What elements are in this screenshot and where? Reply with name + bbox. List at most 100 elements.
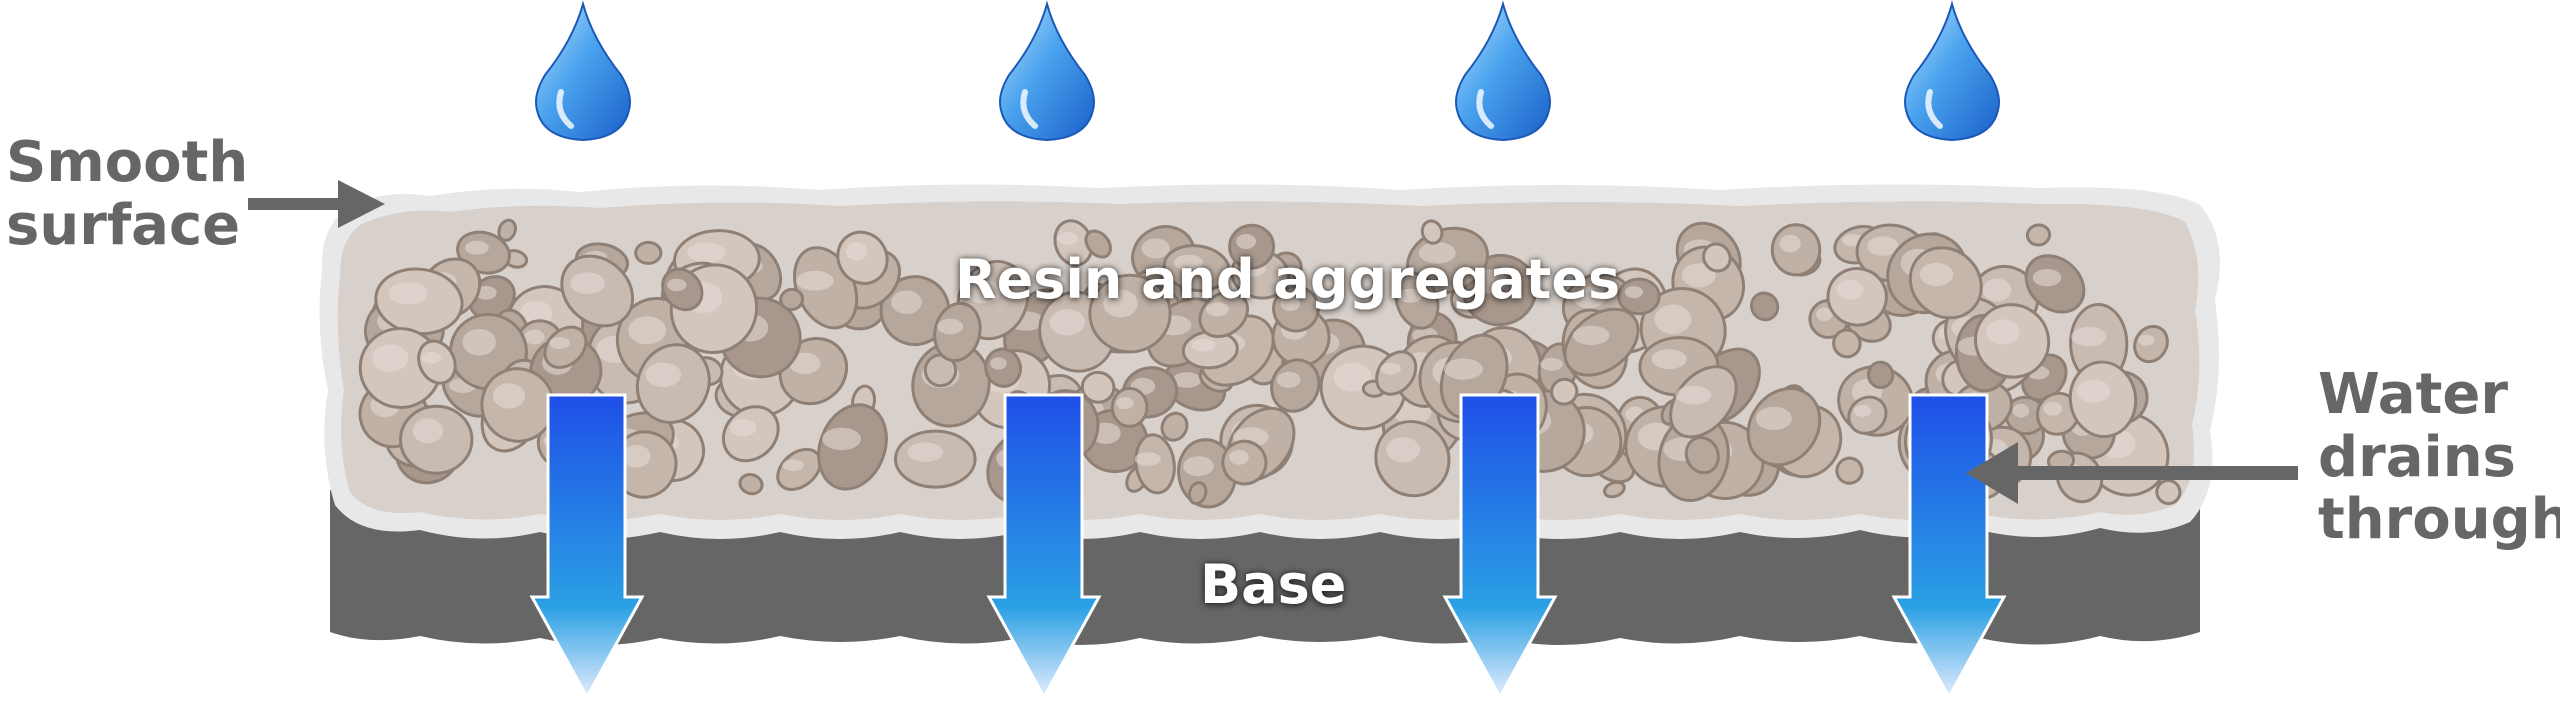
water-drop-icon	[999, 0, 1095, 142]
stone-highlight	[907, 442, 944, 462]
stone-highlight	[1049, 309, 1086, 336]
stone-highlight	[1986, 319, 2020, 345]
stone-highlight	[782, 459, 804, 472]
stone-highlight	[1681, 263, 1716, 288]
stone-highlight	[1919, 262, 1954, 287]
stone-highlight	[1141, 238, 1170, 259]
stone	[1080, 370, 1116, 404]
stone-highlight	[1134, 452, 1161, 466]
stone-highlight	[1205, 302, 1229, 317]
stone-highlight	[1540, 357, 1563, 371]
stone-highlight	[2012, 403, 2030, 418]
stone-highlight	[891, 290, 922, 315]
stone-highlight	[2138, 334, 2155, 346]
stone	[1832, 328, 1862, 359]
stone-highlight	[1057, 232, 1079, 245]
stone-highlight	[1572, 325, 1610, 345]
stone	[634, 240, 663, 265]
arrow-down-icon	[529, 393, 645, 701]
stone-highlight	[1386, 437, 1420, 463]
water-drop-icon	[1455, 0, 1551, 142]
smooth-surface-label: Smooth surface	[6, 130, 249, 258]
stone-highlight	[465, 240, 489, 255]
drain-arrows	[529, 393, 2007, 701]
stone-highlight	[1982, 278, 2012, 302]
water-drop-icon	[1904, 0, 2000, 142]
stone-highlight	[2076, 379, 2111, 403]
stone	[779, 287, 805, 312]
stone-highlight	[667, 278, 687, 292]
stone-highlight	[687, 242, 726, 263]
stone-highlight	[549, 337, 570, 349]
arrow-left-icon	[1966, 442, 2298, 504]
stone-highlight	[645, 362, 682, 388]
stone-highlight	[1280, 295, 1301, 312]
resin-aggregates-label: Resin and aggregates	[955, 248, 1621, 311]
stone-highlight	[1380, 362, 1401, 375]
stone-highlight	[492, 383, 525, 409]
base-label: Base	[1200, 553, 1347, 616]
stone	[1420, 219, 1444, 245]
stone-highlight	[1816, 307, 1833, 321]
smooth-surface-line-2: surface	[6, 192, 241, 258]
stone-highlight	[1183, 456, 1214, 477]
water-drains-label: Water drains through	[2318, 363, 2560, 553]
stone-highlight	[1779, 234, 1801, 253]
stone-highlight	[2032, 269, 2062, 287]
stone-highlight	[1116, 397, 1134, 410]
stone-highlight	[1867, 236, 1899, 256]
stone-highlight	[388, 282, 428, 305]
stone	[2155, 479, 2182, 505]
stone	[1684, 436, 1720, 475]
arrow-down-icon	[1891, 393, 2007, 701]
stone-highlight	[1443, 358, 1483, 380]
stone	[2025, 223, 2052, 247]
stone	[497, 218, 517, 242]
stone-highlight	[1333, 362, 1372, 392]
stone-highlight	[1418, 241, 1456, 264]
stone-highlight	[845, 242, 868, 261]
stone-highlight	[2043, 401, 2063, 416]
stone-highlight	[462, 328, 497, 356]
stone-highlight	[412, 418, 443, 444]
stone-highlight	[1277, 371, 1301, 388]
stone-highlight	[1624, 286, 1643, 299]
arrow-right-icon	[248, 180, 385, 228]
stone-highlight	[937, 318, 964, 335]
stone	[1750, 291, 1780, 322]
stone-highlight	[965, 279, 1001, 304]
arrow-down-icon	[986, 393, 1102, 701]
stone-highlight	[789, 352, 821, 375]
stone	[1187, 481, 1208, 506]
stone-highlight	[570, 272, 605, 295]
stone-highlight	[475, 285, 497, 300]
stone-highlight	[1853, 404, 1872, 417]
stone	[1835, 456, 1864, 485]
stone	[1084, 229, 1112, 259]
stone-highlight	[1397, 288, 1423, 303]
stone-highlight	[730, 419, 757, 437]
stone	[1603, 480, 1626, 499]
stone-highlight	[1236, 233, 1256, 249]
stone-highlight	[2071, 326, 2107, 347]
stone-highlight	[1191, 338, 1216, 352]
stone-highlight	[524, 329, 545, 345]
smooth-surface-line-1: Smooth	[6, 130, 249, 195]
stone	[1160, 411, 1189, 442]
arrow-down-icon	[1442, 393, 1558, 701]
stone-highlight	[1836, 279, 1864, 300]
stone-highlight	[622, 444, 651, 468]
stone-highlight	[372, 344, 409, 372]
stone-highlight	[1654, 304, 1692, 335]
water-drains-line-3: through	[2318, 487, 2560, 553]
stone	[738, 473, 764, 496]
pointer-arrows	[248, 180, 2298, 504]
stone-highlight	[796, 270, 834, 291]
stone-highlight	[628, 316, 667, 345]
water-drains-line-2: drains	[2318, 424, 2516, 490]
stone-highlight	[421, 351, 442, 364]
stone	[1866, 360, 1895, 389]
stone-highlight	[1103, 289, 1138, 318]
stone-highlight	[1573, 287, 1606, 309]
stone-highlight	[1651, 349, 1687, 370]
